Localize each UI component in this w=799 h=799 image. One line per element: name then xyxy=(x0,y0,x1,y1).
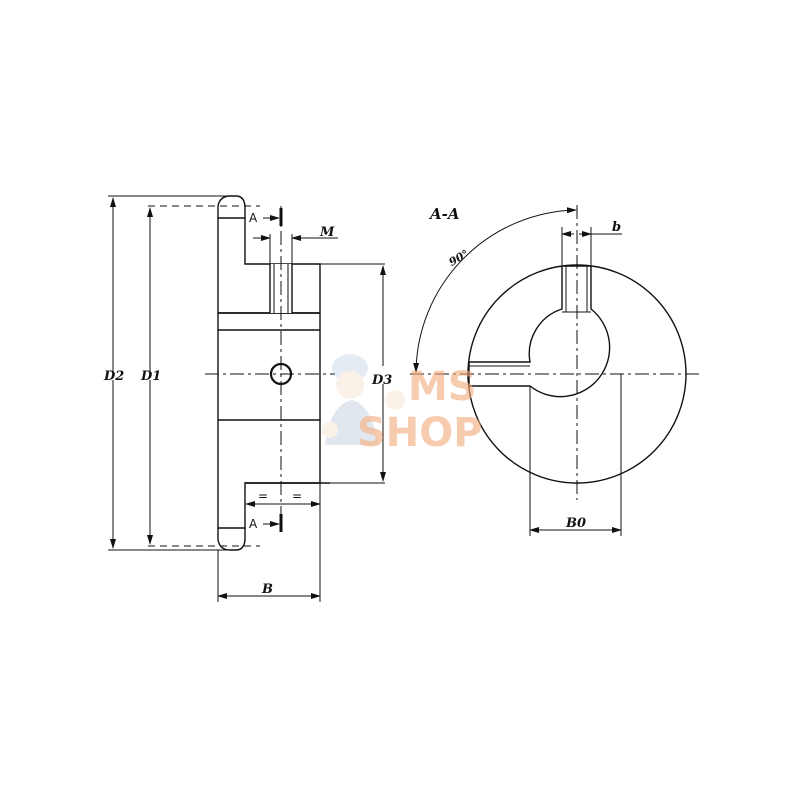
dimension-b: B xyxy=(261,582,273,597)
dimension-key-b: b xyxy=(612,220,621,235)
section-marker-top: A xyxy=(249,211,258,225)
watermark-shop: SHOP xyxy=(357,410,483,456)
section-title: A-A xyxy=(428,205,460,223)
section-marker-bottom: A xyxy=(249,517,258,531)
dimension-d2: D2 xyxy=(103,369,124,384)
equal-mark-left: = xyxy=(258,489,268,503)
mechanic-mascot-icon xyxy=(322,354,405,445)
angle-label: 90° xyxy=(447,247,472,269)
dimension-d1: D1 xyxy=(140,369,161,384)
set-screw-hole xyxy=(269,362,293,386)
dimension-b0: B0 xyxy=(565,516,586,531)
dimension-d3: D3 xyxy=(371,373,392,388)
side-section-view: A A M D2 D1 D3 = = B xyxy=(103,195,392,602)
watermark: MS SHOP xyxy=(322,354,483,456)
watermark-ms: MS xyxy=(408,364,477,410)
dimension-m: M xyxy=(319,225,335,240)
equal-mark-right: = xyxy=(292,489,302,503)
